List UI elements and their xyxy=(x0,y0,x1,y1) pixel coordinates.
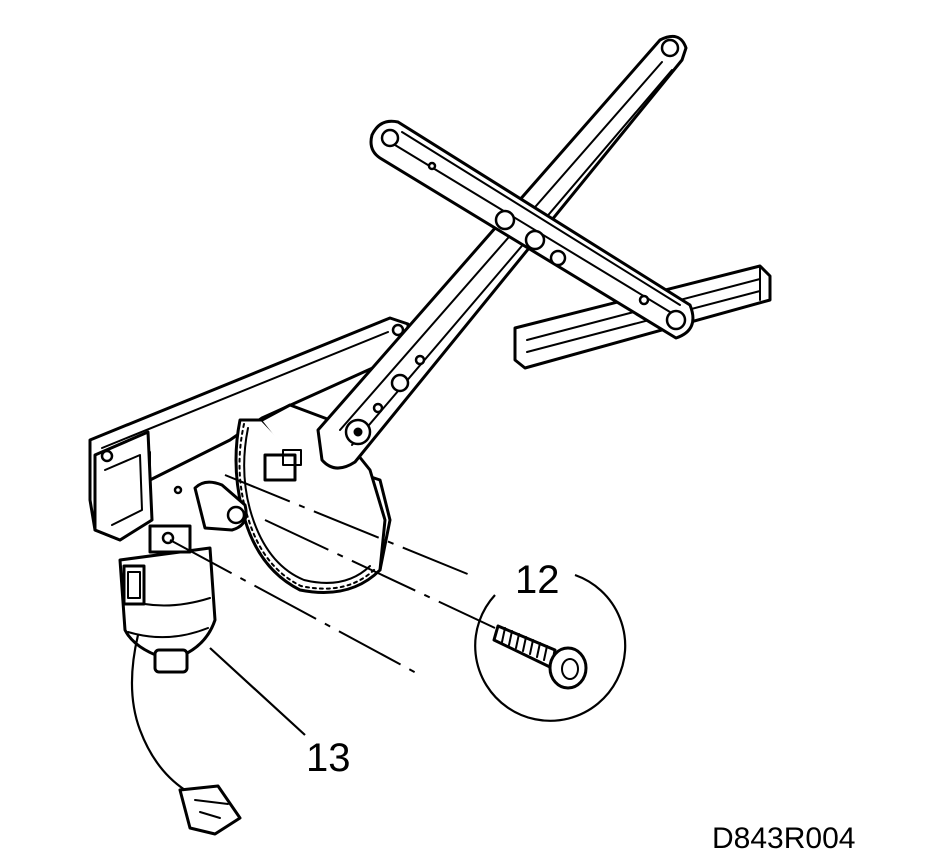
mounting-plate xyxy=(88,316,410,542)
drawing-code: D843R004 xyxy=(712,822,856,855)
screw-icon xyxy=(492,624,588,690)
callout-12-label: 12 xyxy=(515,558,560,602)
scissor-arm xyxy=(369,119,695,340)
motor-icon xyxy=(118,480,248,674)
callout-13-label: 13 xyxy=(306,736,351,780)
detail-circle xyxy=(209,573,627,736)
alignment-lines xyxy=(169,474,496,676)
lift-arm xyxy=(316,34,688,470)
connector-icon xyxy=(130,634,242,836)
callout-13-leader xyxy=(209,647,306,736)
